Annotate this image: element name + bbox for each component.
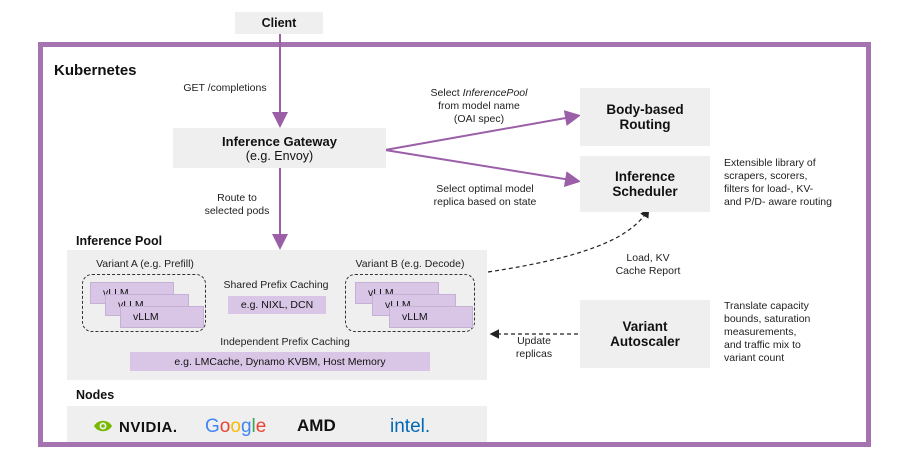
client-label: Client — [261, 16, 297, 30]
nvidia-eye-icon — [94, 420, 112, 432]
nodes-box — [67, 406, 487, 442]
independent-prefix-example: e.g. LMCache, Dynamo KVBM, Host Memory — [130, 352, 430, 371]
variant-b-label: Variant B (e.g. Decode) — [355, 258, 465, 270]
inference-gateway-box: Inference Gateway (e.g. Envoy) — [173, 128, 386, 168]
variant-b-group — [345, 274, 475, 332]
vllm-b3: vLLM — [389, 306, 473, 328]
body-based-routing-box: Body-based Routing — [580, 88, 710, 146]
get-completions-label: GET /completions — [183, 82, 267, 94]
variant-a-group — [82, 274, 206, 332]
gateway-subtitle: (e.g. Envoy) — [245, 148, 314, 163]
shared-prefix-example: e.g. NIXL, DCN — [228, 296, 326, 314]
gateway-title: Inference Gateway — [222, 133, 337, 149]
kubernetes-frame — [38, 42, 871, 447]
arrow-gateway-to-body-routing — [384, 110, 581, 151]
nodes-title: Nodes — [76, 388, 115, 402]
variant-autoscaler-box: Variant Autoscaler — [580, 300, 710, 368]
vllm-a3: vLLM — [120, 306, 204, 328]
google-logo: Google — [205, 416, 267, 437]
inference-pool-title: Inference Pool — [76, 234, 163, 248]
arrow-pool-to-scheduler — [487, 207, 650, 273]
amd-logo: AMD — [297, 416, 336, 435]
arrow-gateway-to-scheduler — [384, 149, 581, 187]
inference-scheduler-box: Inference Scheduler — [580, 156, 710, 212]
variant-a-label: Variant A (e.g. Prefill) — [96, 258, 194, 270]
shared-prefix-label: Shared Prefix Caching — [223, 279, 329, 291]
kubernetes-title: Kubernetes — [54, 62, 137, 79]
select-pool-label: Select InferencePool from model name (OA… — [430, 87, 528, 125]
independent-prefix-label: Independent Prefix Caching — [220, 336, 350, 348]
nvidia-logo: NVIDIA. — [92, 416, 178, 437]
client-box: Client — [235, 12, 323, 34]
intel-logo: intel. — [390, 416, 431, 437]
